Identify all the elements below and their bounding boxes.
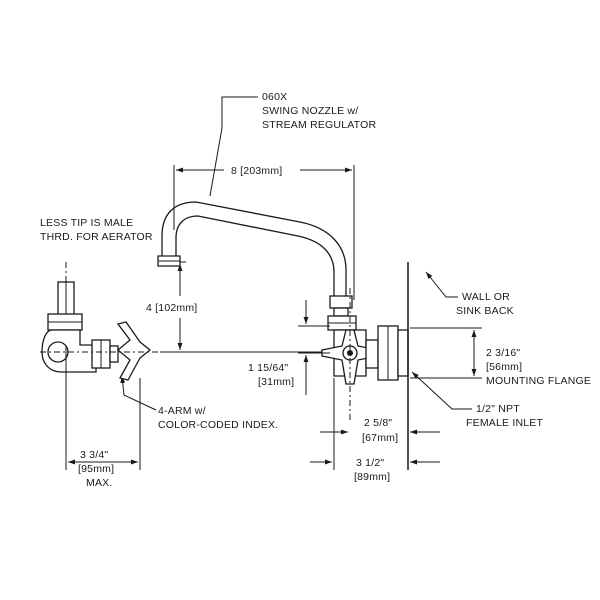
spout-tube-inner — [175, 215, 335, 296]
swivel-neck — [333, 307, 349, 317]
tip-note-line-1: LESS TIP IS MALE — [40, 217, 133, 229]
inlet-connector — [365, 339, 379, 369]
inlet-note-line-2: FEMALE INLET — [466, 417, 543, 429]
tip-note: LESS TIP IS MALE THRD. FOR AERATOR — [40, 217, 153, 243]
nozzle-leader-line — [209, 96, 258, 197]
spout-reach-label: 8 [203mm] — [231, 165, 282, 177]
handle-note-line-2: COLOR-CODED INDEX. — [158, 419, 278, 431]
overall-depth-inch-label: 3 1/2" — [356, 457, 384, 469]
mounting-flange-label: MOUNTING FLANGE — [486, 375, 591, 387]
wall-note-line-2: SINK BACK — [456, 305, 514, 317]
mounting-flange — [397, 329, 409, 377]
side-depth-dimension: 3 3/4" [95mm] MAX. — [65, 346, 141, 489]
side-stem — [109, 345, 119, 363]
inlet-callout: 1/2" NPT FEMALE INLET — [411, 371, 543, 429]
nozzle-code-label: 060X — [262, 91, 287, 103]
inlet-leader-line — [411, 371, 472, 410]
overall-depth-dimension: 3 1/2" [89mm] — [310, 378, 440, 483]
wall-leader-line — [425, 271, 458, 298]
center-height-mm-label: [31mm] — [258, 376, 294, 388]
spout-reach-dimension: 8 [203mm] — [173, 165, 355, 300]
side-valve-body — [41, 329, 97, 373]
center-offset-dimension: 2 5/8" [67mm] — [320, 417, 440, 444]
side-depth-max-label: MAX. — [86, 477, 112, 489]
side-depth-inch-label: 3 3/4" — [80, 449, 108, 461]
center-height-dimension: 1 15/64" [31mm] — [248, 300, 330, 395]
flange-height-dimension: 2 3/16" [56mm] MOUNTING FLANGE — [410, 327, 591, 387]
spout-height-dimension: 4 [102mm] — [146, 261, 356, 353]
wall-callout: WALL OR SINK BACK — [425, 271, 514, 317]
tip-note-line-2: THRD. FOR AERATOR — [40, 231, 153, 243]
spout-tube-outer — [161, 201, 347, 296]
nozzle-callout: 060X SWING NOZZLE w/ STREAM REGULATOR — [209, 91, 376, 197]
inlet-note-line-1: 1/2" NPT — [476, 403, 520, 415]
nozzle-desc-line-2: STREAM REGULATOR — [262, 119, 376, 131]
flange-height-inch-label: 2 3/16" — [486, 347, 520, 359]
center-offset-inch-label: 2 5/8" — [364, 417, 392, 429]
center-offset-mm-label: [67mm] — [362, 432, 398, 444]
side-depth-mm-label: [95mm] — [78, 463, 114, 475]
nozzle-desc-line-1: SWING NOZZLE w/ — [262, 105, 358, 117]
spout-height-label: 4 [102mm] — [146, 302, 197, 314]
front-view-faucet — [157, 201, 409, 420]
handle-note-line-1: 4-ARM w/ — [158, 405, 206, 417]
flange-height-mm-label: [56mm] — [486, 361, 522, 373]
handle-leader-line — [120, 375, 157, 411]
swivel-collar — [329, 295, 353, 309]
side-four-arm-handle — [116, 321, 152, 381]
wall-note-line-1: WALL OR — [462, 291, 510, 303]
handle-callout: 4-ARM w/ COLOR-CODED INDEX. — [120, 375, 278, 431]
overall-depth-mm-label: [89mm] — [354, 471, 390, 483]
center-height-inch-label: 1 15/64" — [248, 362, 288, 374]
side-view-faucet — [40, 262, 160, 381]
